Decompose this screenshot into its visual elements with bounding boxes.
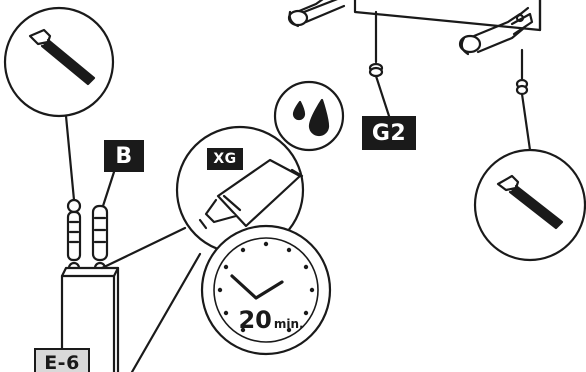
drop-circle xyxy=(273,80,345,152)
water-drop-icon xyxy=(292,98,330,137)
hammer-icon xyxy=(28,28,96,86)
part-label-e6: E-6 xyxy=(34,348,90,372)
drying-time-value: 20 xyxy=(238,306,272,334)
g2-fitting xyxy=(368,62,384,78)
dowel-right xyxy=(91,204,109,275)
dowel-left xyxy=(66,198,82,275)
clock-ticks xyxy=(217,241,315,333)
screwdriver-icon xyxy=(287,0,346,28)
screwdriver-icon xyxy=(458,12,534,56)
part-label-g2: G2 xyxy=(362,116,416,150)
g2-fitting xyxy=(515,78,529,96)
clock-icon xyxy=(230,274,284,300)
board-e6 xyxy=(60,266,120,372)
glue-tube-icon xyxy=(198,158,304,230)
hammer-circle xyxy=(3,6,115,118)
drying-time-unit: min. xyxy=(273,317,304,331)
wall-panel xyxy=(353,0,542,32)
part-label-b: B xyxy=(104,140,144,172)
hammer-icon xyxy=(496,174,564,230)
glue-label: XG xyxy=(207,148,243,170)
screw xyxy=(515,6,530,23)
